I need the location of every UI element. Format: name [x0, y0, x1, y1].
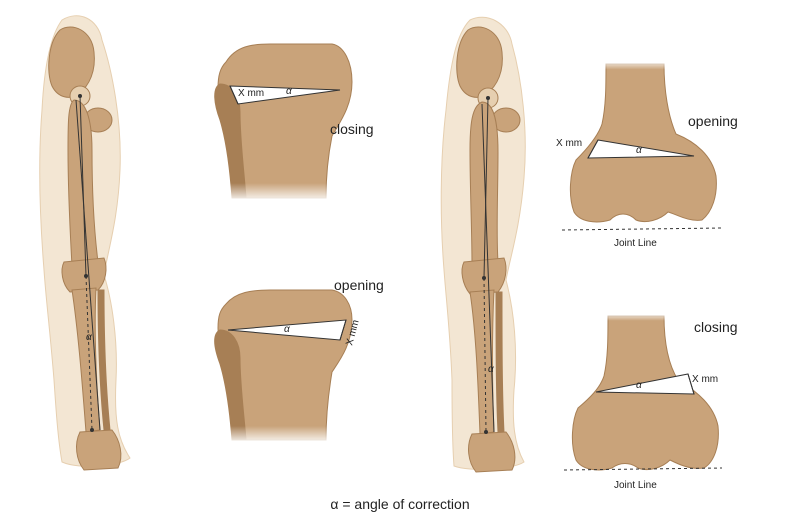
- left-axis-point-knee: [84, 274, 88, 278]
- right-foot: [468, 431, 516, 473]
- left-leg-alpha-label: α: [86, 332, 92, 343]
- femur-closing-alpha-label: α: [636, 380, 642, 391]
- femur-opening-panel: X mm α opening Joint Line: [556, 60, 738, 249]
- tibia-opening-panel: opening α X mm: [214, 277, 384, 444]
- right-femur: [469, 101, 499, 267]
- femur-closing-fade: [602, 312, 674, 334]
- tibia-opening-mm-bar: [339, 319, 347, 341]
- tibia-opening-type-label: opening: [334, 277, 384, 293]
- right-axis-point-ankle: [484, 430, 488, 434]
- femur-opening-alpha-label: α: [636, 145, 642, 156]
- femur-opening-joint-line: [561, 227, 723, 231]
- left-anatomic-axis: [75, 99, 101, 431]
- femur-opening-bone: [569, 63, 717, 223]
- femur-opening-fade: [600, 60, 672, 84]
- left-axis-point-hip: [78, 94, 82, 98]
- left-axis-point-ankle: [90, 428, 94, 432]
- tibia-closing-mm-label: X mm: [238, 88, 264, 99]
- femur-closing-mm-bar: [687, 373, 695, 395]
- tibia-opening-fade: [216, 404, 356, 444]
- femur-closing-panel: closing α X mm Joint Line: [563, 312, 738, 491]
- femur-opening-joint-line-label: Joint Line: [614, 238, 657, 249]
- right-leg-alpha-label: α: [488, 364, 494, 375]
- tibia-closing-panel: X mm α closing: [214, 43, 374, 202]
- femur-opening-type-label: opening: [688, 113, 738, 129]
- right-leg-illustration: α: [440, 16, 526, 473]
- right-axis-point-knee: [482, 276, 486, 280]
- right-mechanical-axis-lower: [483, 277, 487, 433]
- femur-closing-joint-line-label: Joint Line: [614, 480, 657, 491]
- tibia-closing-fade: [216, 160, 356, 202]
- left-foot: [76, 429, 122, 471]
- right-mechanical-axis: [483, 97, 489, 279]
- femur-opening-mm-label: X mm: [556, 138, 582, 149]
- femur-closing-type-label: closing: [694, 319, 738, 335]
- left-leg-illustration: α: [39, 15, 131, 471]
- tibia-closing-alpha-label: α: [286, 86, 292, 97]
- left-mechanical-axis: [79, 95, 87, 277]
- femur-closing-joint-line: [563, 467, 723, 471]
- femur-closing-mm-label: X mm: [692, 374, 718, 385]
- right-axis-point-hip: [486, 96, 490, 100]
- caption-angle-of-correction: α = angle of correction: [330, 496, 470, 512]
- left-mechanical-axis-lower: [85, 275, 93, 431]
- tibia-opening-alpha-label: α: [284, 324, 290, 335]
- right-anatomic-axis: [481, 103, 495, 433]
- femur-opening-mm-bar: [587, 139, 599, 159]
- tibia-closing-mm-bar: [229, 85, 239, 105]
- tibia-closing-type-label: closing: [330, 121, 374, 137]
- left-knee: [61, 257, 107, 293]
